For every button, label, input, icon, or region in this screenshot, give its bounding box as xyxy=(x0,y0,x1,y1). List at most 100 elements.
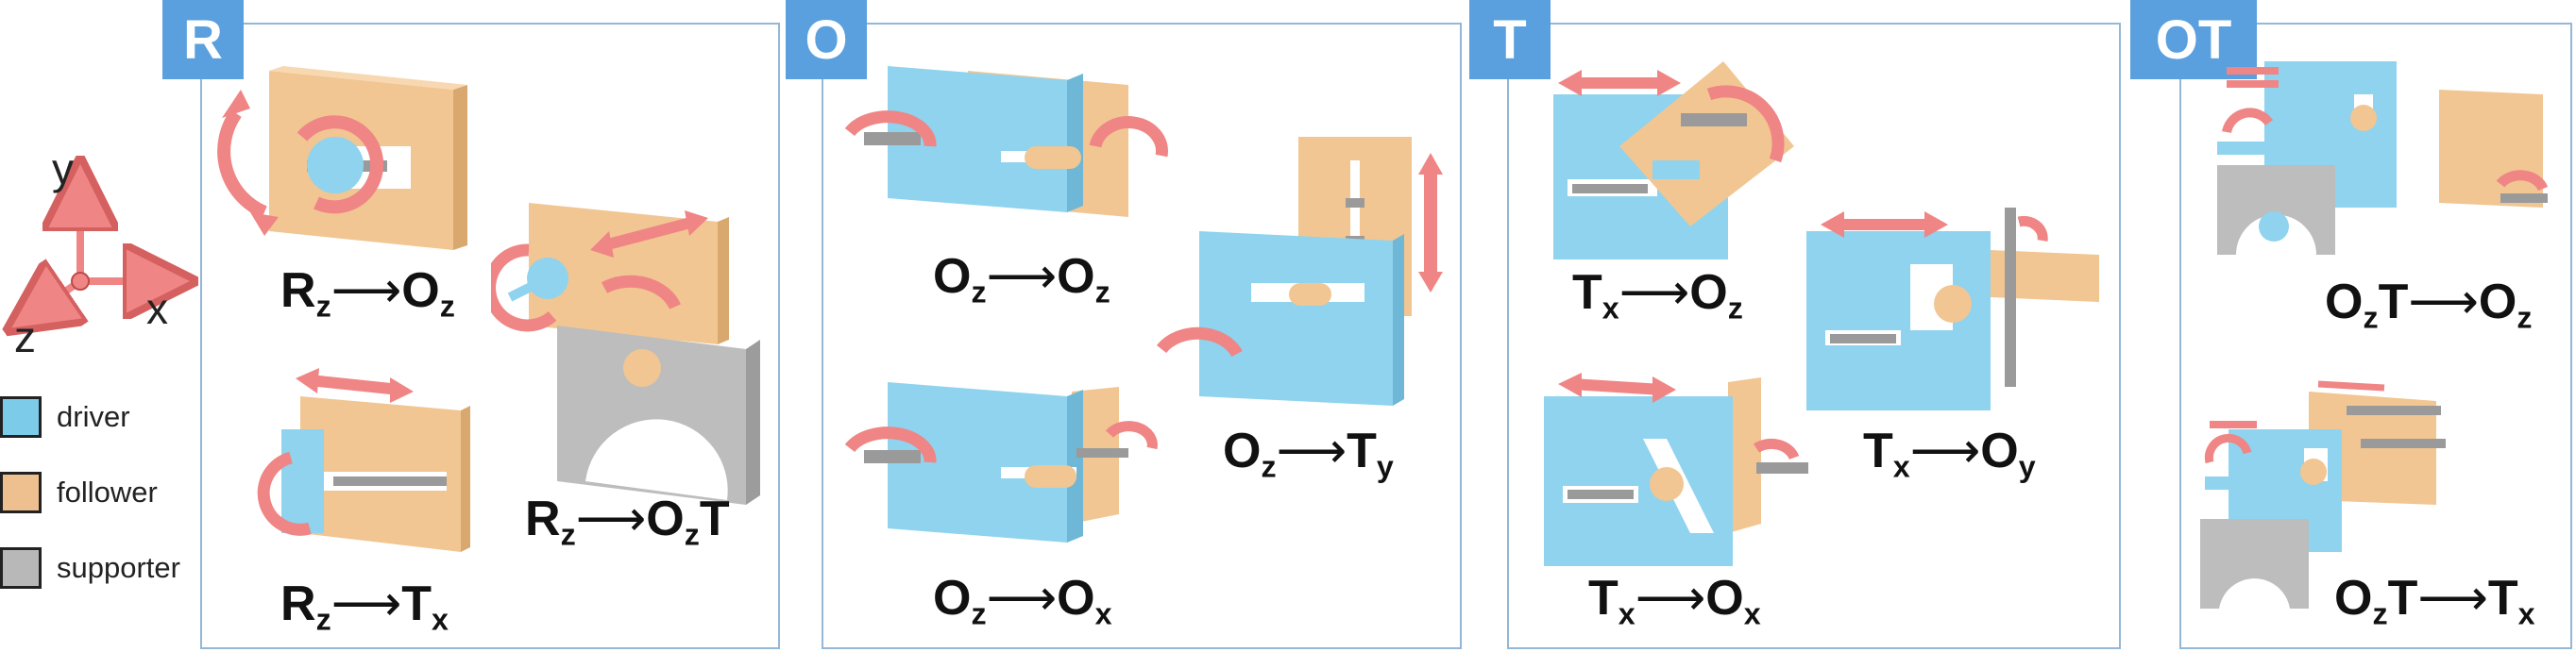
label-oz-to-ty-to: T xyxy=(1347,424,1377,478)
label-rz-to-ozt-tsub: z xyxy=(684,517,700,552)
panel-R xyxy=(200,23,780,649)
label-oz-to-ox-to: O xyxy=(1057,571,1095,626)
label-rz-to-oz-sym: R xyxy=(280,263,316,318)
mechanism-oz-to-ty xyxy=(1157,137,1443,406)
label-ozt-to-tx-mid: T xyxy=(2387,571,2418,626)
label-rz-to-ozt-sub: z xyxy=(560,517,576,552)
origin-dot xyxy=(71,272,90,291)
z-axis-label: z xyxy=(14,312,36,361)
label-rz-to-tx: Rz⟶Tx xyxy=(280,576,449,637)
label-ozt-to-oz: OzT⟶Oz xyxy=(2325,274,2532,335)
legend-label-driver: driver xyxy=(57,400,130,433)
label-rz-to-tx-sub: z xyxy=(315,602,331,637)
label-oz-to-ty-sym: O xyxy=(1223,424,1262,478)
panel-OT xyxy=(2179,23,2572,649)
label-tx-to-oz-arrow: ⟶ xyxy=(1618,265,1690,320)
label-tx-to-ox-arrow: ⟶ xyxy=(1635,571,1706,626)
label-rz-to-ozt-to: O xyxy=(646,492,685,546)
label-ozt-to-tx-to: T xyxy=(2487,571,2518,626)
mechanism-tx-to-ox xyxy=(1544,373,1808,566)
label-oz-to-ox-sym: O xyxy=(933,571,972,626)
label-rz-to-ozt-suffix: T xyxy=(699,492,730,546)
mechanism-rz-to-tx xyxy=(257,368,470,552)
label-rz-to-ozt-sym: R xyxy=(525,492,561,546)
mechanism-rz-to-ozt xyxy=(491,203,760,505)
panel-tab-OT: OT xyxy=(2130,0,2257,79)
label-tx-to-oz-to: O xyxy=(1689,265,1728,320)
legend-item-supporter: supporter xyxy=(0,547,180,589)
mechanism-tx-to-oz xyxy=(1553,61,1794,259)
label-oz-to-oz: Oz⟶Oz xyxy=(933,248,1110,309)
panel-O xyxy=(822,23,1462,649)
label-tx-to-oy-tsub: y xyxy=(2018,449,2036,484)
y-axis-label: y xyxy=(52,144,74,193)
mechanism-ozt-to-oz xyxy=(2217,61,2549,255)
label-tx-to-ox-to: O xyxy=(1705,571,1744,626)
label-ozt-to-tx-sym: O xyxy=(2334,571,2373,626)
label-tx-to-ox: Tx⟶Ox xyxy=(1588,570,1761,631)
coordinate-axes xyxy=(0,142,198,368)
label-ozt-to-oz-tsub: z xyxy=(2517,300,2533,335)
label-oz-to-oz-sym: O xyxy=(933,249,972,304)
mechanism-rz-to-oz xyxy=(217,66,467,250)
label-rz-to-tx-to: T xyxy=(401,577,432,631)
label-ozt-to-oz-sub: z xyxy=(2363,300,2379,335)
legend-swatch-supporter xyxy=(0,547,42,589)
legend-label-supporter: supporter xyxy=(57,551,180,584)
label-ozt-to-oz-sym: O xyxy=(2325,275,2364,329)
label-rz-to-oz-tsub: z xyxy=(439,289,455,324)
label-rz-to-oz-sub: z xyxy=(315,289,331,324)
label-oz-to-oz-sub: z xyxy=(971,275,987,309)
mechanism-tx-to-oy xyxy=(1806,208,2099,410)
label-ozt-to-oz-arrow: ⟶ xyxy=(2408,275,2479,329)
panel-tab-O: O xyxy=(786,0,867,79)
label-ozt-to-tx-arrow: ⟶ xyxy=(2417,571,2488,626)
label-rz-to-tx-tsub: x xyxy=(432,602,449,637)
label-oz-to-ty-arrow: ⟶ xyxy=(1276,424,1347,478)
label-ozt-to-oz-mid: T xyxy=(2378,275,2409,329)
panel-tab-T: T xyxy=(1469,0,1551,79)
label-rz-to-oz-arrow: ⟶ xyxy=(330,263,402,318)
label-rz-to-tx-sym: R xyxy=(280,577,316,631)
label-rz-to-oz-to: O xyxy=(401,263,440,318)
legend-label-follower: follower xyxy=(57,476,158,509)
label-tx-to-ox-tsub: x xyxy=(1743,596,1761,631)
label-oz-to-ty: Oz⟶Ty xyxy=(1223,423,1394,484)
label-oz-to-ox-arrow: ⟶ xyxy=(986,571,1058,626)
label-oz-to-oz-to: O xyxy=(1057,249,1095,304)
mechanism-oz-to-ox xyxy=(844,382,1158,543)
label-oz-to-oz-tsub: z xyxy=(1094,275,1110,309)
label-tx-to-oz: Tx⟶Oz xyxy=(1572,264,1743,326)
legend: driver follower supporter xyxy=(0,396,198,613)
label-tx-to-oz-sym: T xyxy=(1572,265,1602,320)
label-oz-to-ox-tsub: x xyxy=(1094,596,1112,631)
x-axis-label: x xyxy=(146,284,168,333)
legend-swatch-driver xyxy=(0,396,42,438)
label-oz-to-oz-arrow: ⟶ xyxy=(986,249,1058,304)
label-oz-to-ox-sub: z xyxy=(971,596,987,631)
legend-item-driver: driver xyxy=(0,396,130,438)
label-tx-to-ox-sub: x xyxy=(1618,596,1635,631)
mechanism-ozt-to-tx xyxy=(2200,380,2446,609)
label-rz-to-oz: Rz⟶Oz xyxy=(280,262,455,324)
label-rz-to-ozt: Rz⟶OzT xyxy=(525,491,730,552)
label-tx-to-oy-arrow: ⟶ xyxy=(1909,424,1981,478)
panel-tab-R: R xyxy=(162,0,244,79)
label-rz-to-ozt-arrow: ⟶ xyxy=(575,492,647,546)
label-tx-to-oz-sub: x xyxy=(1602,291,1619,326)
label-oz-to-ox: Oz⟶Ox xyxy=(933,570,1112,631)
label-tx-to-ox-sym: T xyxy=(1588,571,1618,626)
label-oz-to-ty-sub: z xyxy=(1261,449,1277,484)
label-oz-to-ty-tsub: y xyxy=(1376,449,1394,484)
label-tx-to-oy-sym: T xyxy=(1863,424,1893,478)
label-tx-to-oy-to: O xyxy=(1980,424,2019,478)
legend-swatch-follower xyxy=(0,472,42,513)
label-ozt-to-oz-to: O xyxy=(2478,275,2517,329)
label-ozt-to-tx-sub: z xyxy=(2372,596,2388,631)
legend-item-follower: follower xyxy=(0,472,158,513)
label-tx-to-oz-tsub: z xyxy=(1727,291,1743,326)
label-tx-to-oy: Tx⟶Oy xyxy=(1863,423,2036,484)
label-ozt-to-tx-tsub: x xyxy=(2517,596,2535,631)
mechanism-oz-to-oz xyxy=(844,66,1168,217)
label-rz-to-tx-arrow: ⟶ xyxy=(330,577,402,631)
